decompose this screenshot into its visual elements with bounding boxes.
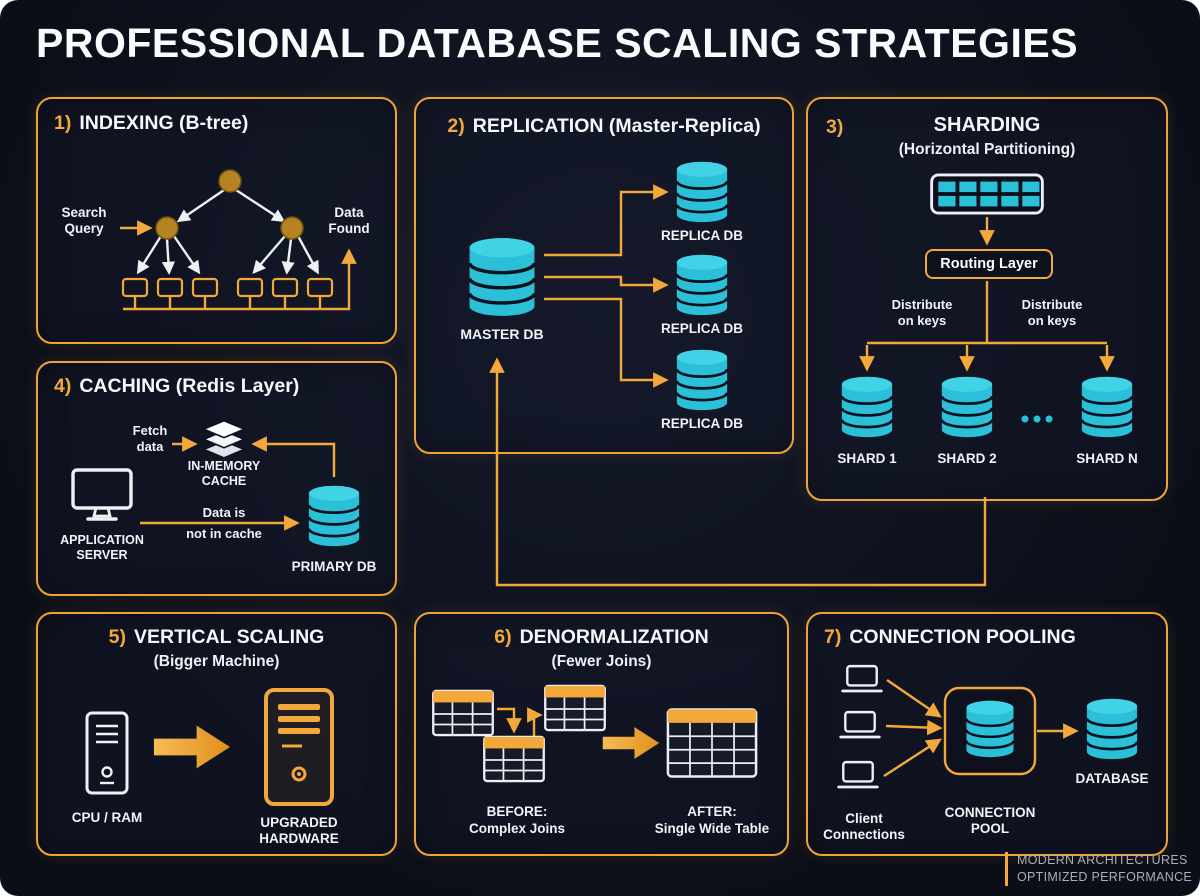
panel-indexing: 1) INDEXING (B-tree) Search Query Data F… (36, 97, 397, 344)
shard-1-label: SHARD 1 (837, 451, 897, 466)
panel-number: 2) (447, 115, 465, 137)
panel-title: REPLICATION (Master-Replica) (472, 115, 761, 137)
distribute-keys-label: Distribute on keys (891, 297, 953, 328)
cpu-ram-label: CPU / RAM (71, 810, 143, 825)
before-title-label: BEFORE: (486, 804, 548, 819)
join-table-icon (544, 684, 606, 732)
connection-pooling-diagram (837, 664, 1139, 789)
master-db-label: MASTER DB (460, 326, 544, 342)
panel-title: CONNECTION POOLING (849, 626, 1076, 648)
panel-number: 1) (54, 112, 72, 134)
wide-table-icon (666, 708, 758, 778)
in-memory-cache-label: IN-MEMORY CACHE (187, 459, 261, 489)
replication-diagram (467, 161, 729, 411)
after-title-label: AFTER: (687, 804, 737, 819)
join-table-icon (483, 735, 545, 783)
primary-db-label: PRIMARY DB (291, 559, 377, 574)
replica-db-label: REPLICA DB (660, 321, 743, 336)
client-laptop-icon (841, 664, 883, 693)
panel-title: INDEXING (B-tree) (79, 112, 249, 134)
btree-leaf-nodes (121, 277, 334, 298)
shard-2-label: SHARD 2 (937, 451, 997, 466)
panel-number: 7) (824, 626, 842, 648)
panel-connection-pooling: 7) CONNECTION POOLING Client Connections… (806, 612, 1168, 856)
after-subtitle-label: Single Wide Table (654, 821, 770, 836)
application-server-label: APPLICATION SERVER (60, 533, 144, 563)
master-db-icon (467, 237, 537, 317)
panel-title: VERTICAL SCALING (134, 626, 325, 648)
panel-title: SHARDING (933, 114, 1041, 136)
panel-sharding: 3) SHARDING (Horizontal Partitioning) Ro… (806, 97, 1168, 501)
small-server-tower-icon (85, 711, 129, 795)
shard-n-db-icon (1080, 376, 1134, 438)
panel-title: DENORMALIZATION (519, 626, 709, 648)
data-found-label: Data Found (328, 205, 370, 237)
panel-header: 2) REPLICATION (Master-Replica) (416, 115, 792, 138)
shard-n-label: SHARD N (1076, 451, 1138, 466)
data-found-arrow (123, 248, 357, 311)
panel-number: 3) (826, 116, 844, 138)
upgraded-hardware-label: UPGRADED HARDWARE (259, 815, 339, 847)
sharding-diagram (840, 173, 1134, 438)
cache-miss-label-line2: not in cache (186, 526, 262, 541)
source-table-icon (930, 173, 1044, 215)
denormalization-diagram (432, 684, 758, 783)
routing-layer-box: Routing Layer (925, 249, 1053, 279)
panel-number: 6) (494, 626, 512, 648)
replica-db-label: REPLICA DB (660, 416, 743, 431)
replica-db-icon (675, 349, 729, 411)
search-query-label: Search Query (61, 205, 107, 237)
panel-subtitle: (Horizontal Partitioning) (898, 141, 1076, 158)
shard-2-db-icon (940, 376, 994, 438)
distribute-keys-label: Distribute on keys (1021, 297, 1083, 328)
panel-number: 5) (108, 626, 126, 648)
client-laptop-icon (837, 760, 879, 789)
caching-diagram (71, 419, 361, 547)
application-server-icon (71, 468, 133, 521)
footer-line-2: OPTIMIZED PERFORMANCE (1017, 869, 1193, 884)
btree-right-node (280, 216, 304, 240)
replica-db-label: REPLICA DB (660, 228, 743, 243)
cache-miss-label-line1: Data is (202, 505, 246, 520)
upgraded-server-tower-icon (264, 688, 334, 806)
upgrade-arrow-icon (153, 725, 231, 769)
panel-number: 4) (54, 375, 72, 397)
panel-header: 4) CACHING (Redis Layer) (54, 375, 299, 398)
client-connections-label: Client Connections (823, 811, 905, 843)
panel-replication: 2) REPLICATION (Master-Replica) MASTER D… (414, 97, 794, 454)
panel-subtitle: (Bigger Machine) (153, 653, 280, 670)
database-label: DATABASE (1075, 771, 1149, 786)
redis-cache-icon (202, 419, 246, 459)
btree-diagram (120, 169, 357, 311)
connection-pool-label: CONNECTION POOL (944, 805, 1036, 837)
join-table-icon (432, 689, 494, 737)
panel-header: 6) DENORMALIZATION (416, 626, 787, 649)
panel-denormalization: 6) DENORMALIZATION (Fewer Joins) BEFORE:… (414, 612, 789, 856)
panel-caching: 4) CACHING (Redis Layer) Fetch data IN-M… (36, 361, 397, 596)
pool-db-icon (965, 700, 1015, 758)
transform-arrow-icon (602, 727, 660, 759)
page-title: PROFESSIONAL DATABASE SCALING STRATEGIES (36, 20, 1079, 66)
replica-db-icon (675, 254, 729, 316)
footer-line-1: MODERN ARCHITECTURES (1017, 853, 1188, 867)
panel-header: 7) CONNECTION POOLING (824, 626, 1076, 649)
database-icon (1085, 698, 1139, 760)
ellipsis-dots-icon (1021, 415, 1053, 423)
shard-1-db-icon (840, 376, 894, 438)
replica-db-icon (675, 161, 729, 223)
footer: MODERN ARCHITECTURES OPTIMIZED PERFORMAN… (1005, 852, 1192, 886)
panel-header: 1) INDEXING (B-tree) (54, 112, 248, 135)
before-subtitle-label: Complex Joins (468, 821, 566, 836)
panel-title: CACHING (Redis Layer) (79, 375, 300, 397)
fetch-data-label: Fetch data (132, 423, 168, 454)
primary-db-icon (307, 485, 361, 547)
client-laptop-icon (839, 710, 881, 739)
btree-left-node (155, 216, 179, 240)
panel-subtitle: (Fewer Joins) (551, 653, 652, 670)
panel-vertical-scaling: 5) VERTICAL SCALING (Bigger Machine) CPU… (36, 612, 397, 856)
panel-header: 5) VERTICAL SCALING (38, 626, 395, 649)
btree-root-node (218, 169, 242, 193)
